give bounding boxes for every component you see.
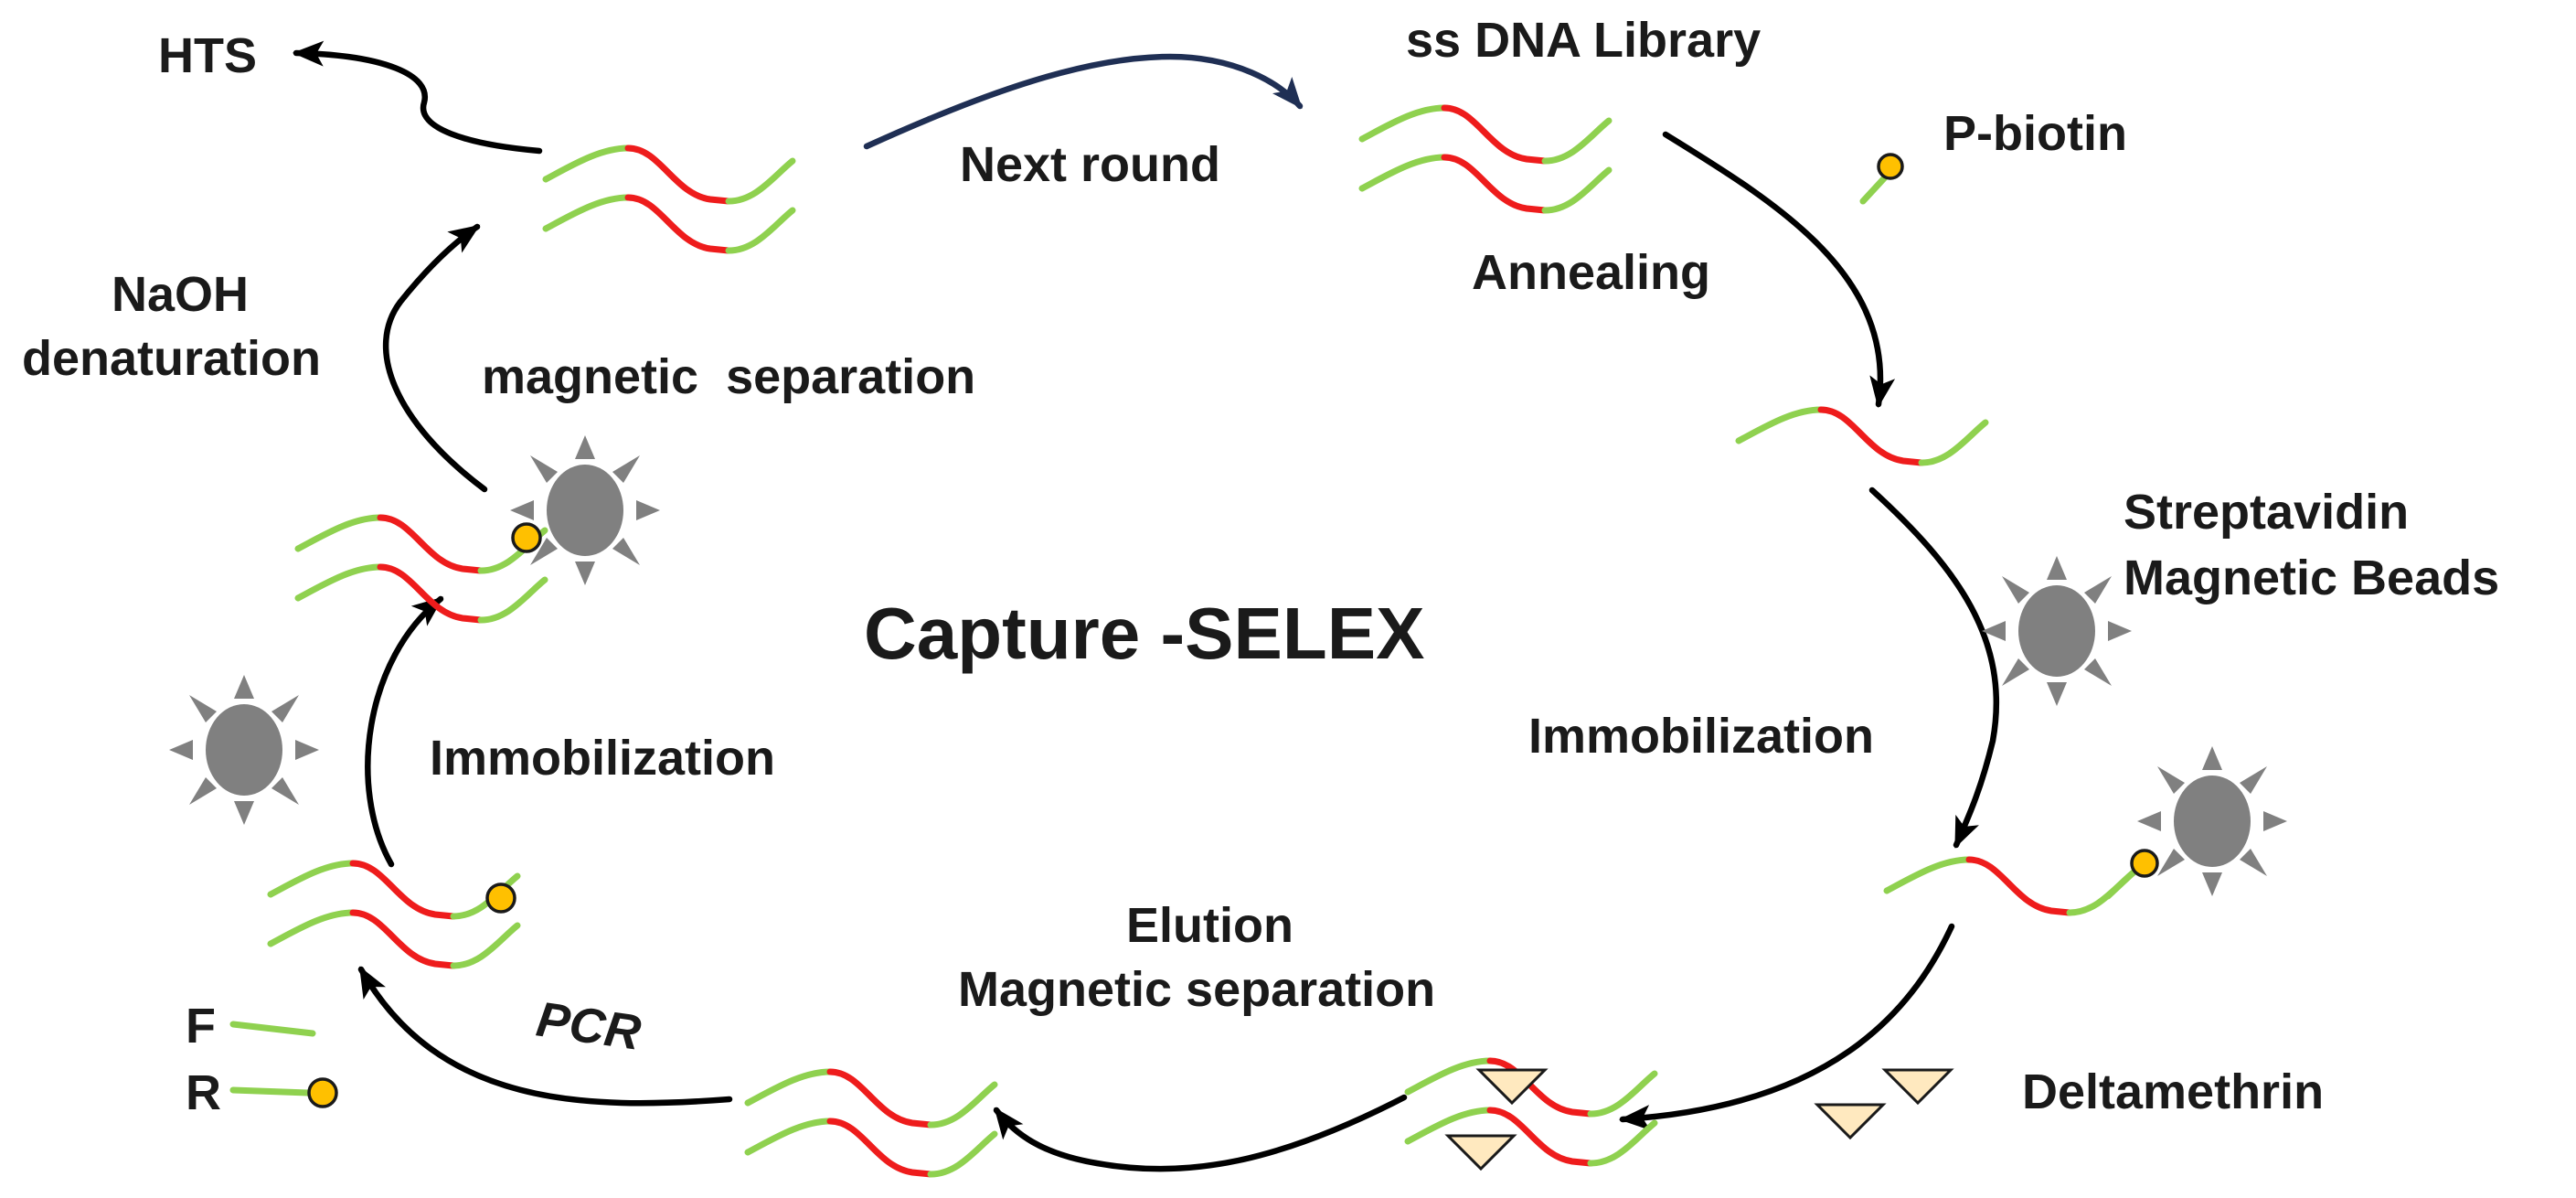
dsdna-eluted — [748, 1072, 995, 1174]
title-capture-selex: Capture -SELEX — [864, 593, 1424, 674]
label-elution: Elution — [1126, 898, 1293, 953]
magnetic-bead-left-icon — [169, 675, 319, 825]
label-elution-magnetic-separation: Magnetic separation — [958, 962, 1435, 1017]
label-p-biotin: P-biotin — [1943, 106, 2127, 161]
arrow-deltamethrin — [1619, 923, 1955, 1131]
annealed-strand — [1739, 410, 1985, 463]
immobilized-strand-right — [1887, 746, 2287, 913]
label-annealing: Annealing — [1472, 245, 1710, 300]
label-magnetic-separation: magnetic separation — [482, 349, 975, 404]
label-magnetic-beads: Magnetic Beads — [2124, 551, 2499, 605]
arrow-elution — [993, 1094, 1408, 1172]
label-primer-f: F — [186, 999, 216, 1054]
p-biotin-icon — [1859, 153, 1904, 205]
label-denaturation: denaturation — [22, 331, 321, 386]
primer-r-strand — [229, 1077, 338, 1108]
arrow-immobilization-left — [365, 595, 444, 868]
ssdna-library — [1362, 108, 1609, 210]
label-primer-r: R — [186, 1065, 221, 1120]
dsdna-pcr-product — [271, 863, 517, 966]
arrow-annealing — [1662, 131, 1896, 408]
dsdna-on-bead-left — [298, 435, 660, 620]
label-deltamethrin: Deltamethrin — [2022, 1064, 2324, 1119]
label-pcr: PCR — [533, 991, 644, 1060]
deltamethrin-icon — [1815, 1068, 1953, 1139]
arrow-naoh-denaturation — [382, 223, 488, 493]
arrow-pcr — [357, 966, 733, 1107]
label-hts: HTS — [158, 28, 257, 83]
arrow-immobilization-right — [1868, 487, 1999, 849]
streptavidin-bead-icon — [1982, 556, 2132, 706]
primer-f-strand — [229, 1021, 316, 1037]
label-naoh: NaOH — [112, 267, 249, 322]
dsdna-with-target — [1408, 1061, 1655, 1171]
arrow-next-round — [863, 53, 1304, 150]
label-next-round: Next round — [960, 137, 1220, 192]
dsdna-top-left — [546, 148, 793, 251]
label-immobilization-left: Immobilization — [430, 731, 775, 786]
label-immobilization-right: Immobilization — [1528, 709, 1874, 764]
label-streptavidin: Streptavidin — [2124, 485, 2409, 540]
arrow-to-hts — [293, 40, 543, 155]
label-ss-dna-library: ss DNA Library — [1406, 13, 1761, 68]
